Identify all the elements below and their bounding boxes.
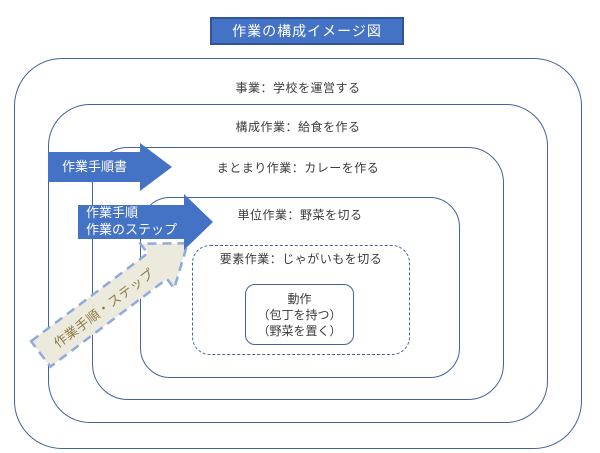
box-component-work: 構成作業：給食を作る	[48, 104, 548, 423]
box-motion-example-1: （包丁を持つ）	[257, 307, 342, 322]
right-arrow-shape	[48, 143, 172, 191]
work-procedure-steps-label: 作業手順 作業のステップ	[86, 204, 177, 238]
work-procedure-step-dashed-arrow: 作業手順・ステップ	[21, 217, 209, 379]
box-motion-label: 動作	[287, 291, 312, 306]
box-element-work-label: 要素作業：じゃがいもを切る	[219, 252, 383, 266]
dashed-arrow-shape	[29, 241, 190, 369]
box-element-work: 要素作業：じゃがいもを切る	[192, 245, 410, 355]
dashed-right-arrow-icon	[29, 241, 190, 369]
box-unit-work-label: 単位作業：野菜を切る	[237, 208, 363, 222]
box-component-work-label: 構成作業：給食を作る	[235, 120, 361, 134]
box-grouped-work: まとまり作業：カレーを作る	[92, 147, 504, 400]
work-procedure-steps-arrow-icon	[78, 194, 213, 250]
box-motion-example-2: （野菜を置く）	[257, 323, 342, 338]
right-arrow-shape	[78, 194, 213, 250]
box-business-label: 事業：学校を運営する	[235, 81, 361, 95]
work-procedure-steps-line2: 作業のステップ	[86, 222, 178, 237]
work-procedure-steps-line1: 作業手順	[86, 205, 139, 220]
work-procedure-document-arrow-icon	[48, 143, 172, 191]
box-grouped-work-label: まとまり作業：カレーを作る	[216, 161, 380, 175]
box-motion: 動作 （包丁を持つ） （野菜を置く）	[245, 284, 354, 345]
work-procedure-document-label: 作業手順書	[61, 159, 127, 174]
box-business: 事業：学校を運営する	[14, 58, 582, 449]
diagram-title: 作業の構成イメージ図	[210, 17, 404, 45]
